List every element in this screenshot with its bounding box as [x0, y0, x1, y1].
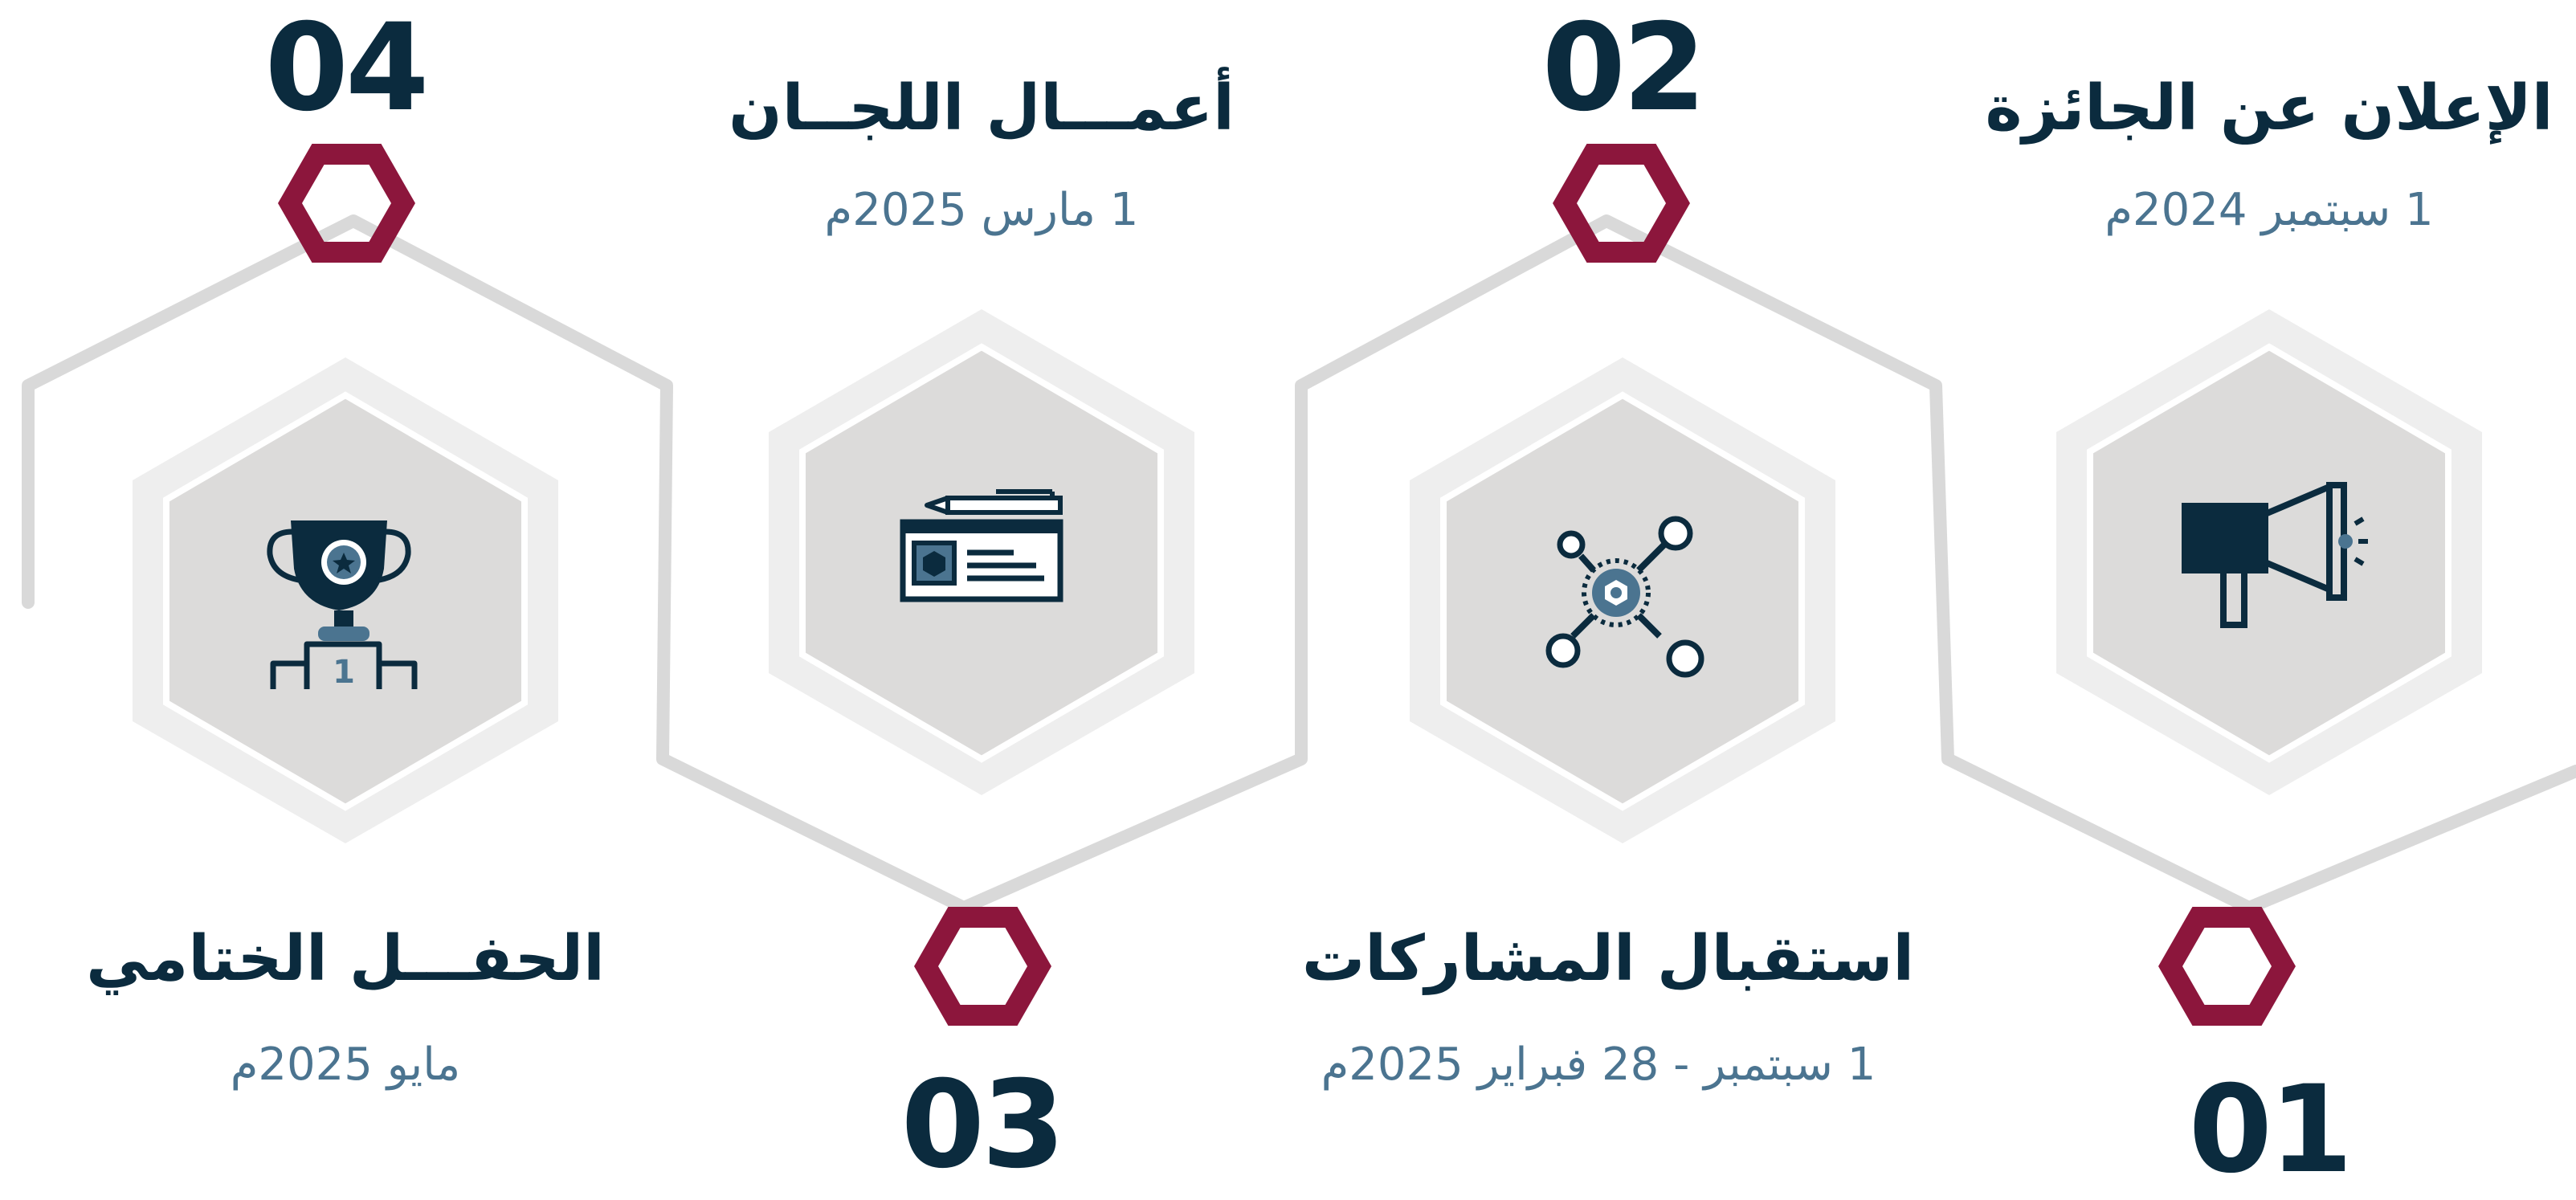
- step-02-title: استقبال المشاركات: [1301, 923, 1915, 995]
- network-hub-icon: [1545, 516, 1704, 678]
- step-01-card: [2056, 309, 2482, 1026]
- podium-rank-label: 1: [333, 654, 355, 691]
- step-03-number: 03: [900, 1055, 1066, 1195]
- trophy-podium-icon: 1: [267, 520, 418, 691]
- step-01-date: 1 سبتمبر 2024م: [2104, 184, 2434, 236]
- step-04-marker-icon: [278, 144, 415, 263]
- step-04-title: الحفـــل الختامي: [86, 923, 605, 995]
- step-02-marker-icon: [1553, 144, 1690, 263]
- step-02-date: 1 سبتمبر - 28 فبراير 2025م: [1321, 1039, 1876, 1091]
- step-01-marker-icon: [2158, 907, 2296, 1026]
- step-03-marker-icon: [914, 907, 1051, 1026]
- timeline-connector: [22, 214, 2576, 914]
- step-01-hex: [2087, 343, 2451, 763]
- id-card-pen-icon: [900, 489, 1063, 602]
- step-04-card: 1: [133, 144, 558, 843]
- step-01-number: 01: [2188, 1060, 2354, 1200]
- step-03-date: 1 مارس 2025م: [824, 184, 1139, 236]
- step-03-card: [769, 309, 1194, 1026]
- step-02-card: [1410, 144, 1835, 843]
- megaphone-icon: [2182, 482, 2368, 628]
- step-04-number: 04: [264, 0, 430, 138]
- step-03-title: أعمـــال اللجــان: [729, 72, 1235, 145]
- step-04-date: مايو 2025م: [230, 1039, 461, 1091]
- step-01-title: الإعلان عن الجائزة: [1985, 72, 2554, 145]
- step-02-number: 02: [1541, 0, 1707, 138]
